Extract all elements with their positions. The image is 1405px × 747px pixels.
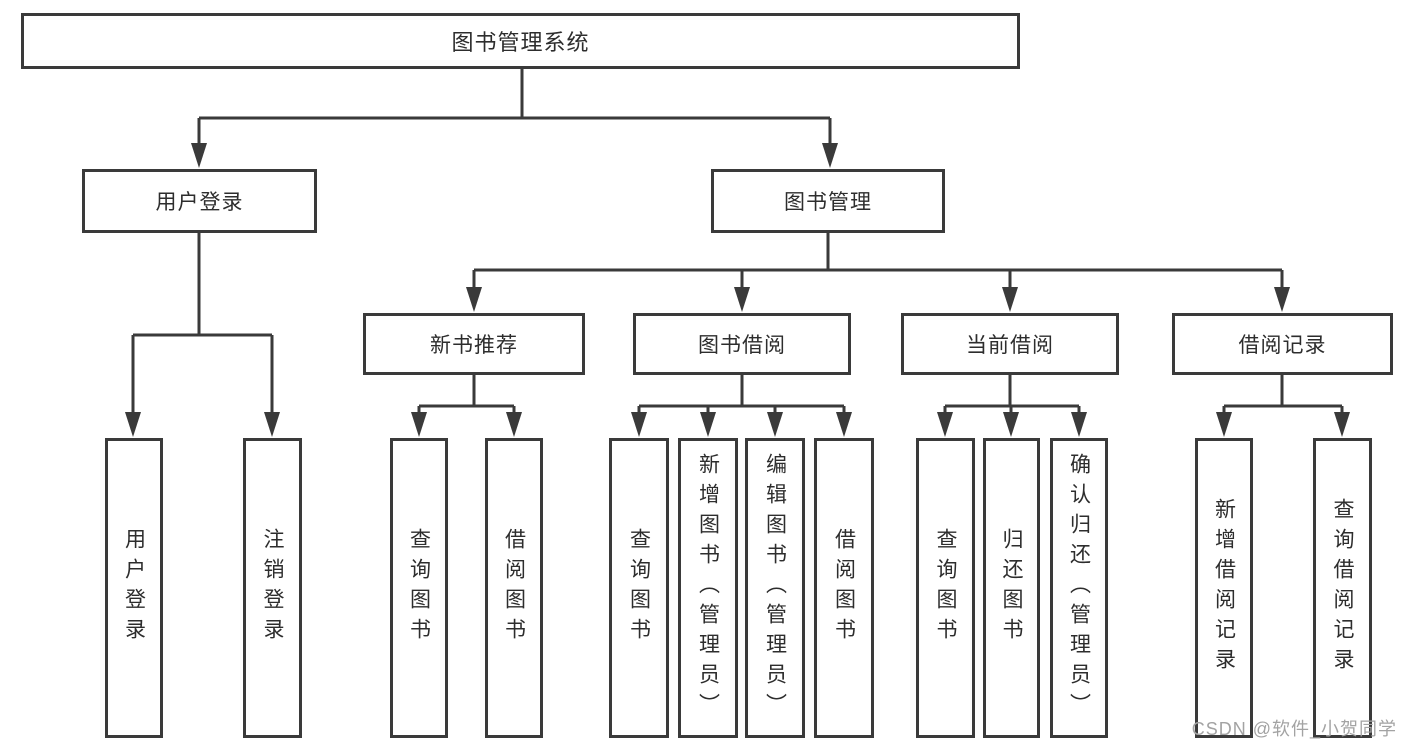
node-label: 确认归还（管理员） bbox=[1067, 453, 1091, 723]
leaf-query-books-3: 查询图书 bbox=[916, 438, 975, 738]
csdn-watermark: CSDN @软件_小贺同学 bbox=[1191, 719, 1397, 739]
node-book-management: 图书管理 bbox=[711, 169, 945, 233]
node-label: 用户登录 bbox=[122, 528, 146, 648]
node-label: 借阅图书 bbox=[832, 528, 856, 648]
leaf-borrow-books-2: 借阅图书 bbox=[814, 438, 874, 738]
node-label: 图书管理 bbox=[784, 191, 872, 214]
leaf-add-borrow-record: 新增借阅记录 bbox=[1195, 438, 1253, 738]
node-label: 新书推荐 bbox=[430, 334, 518, 357]
leaf-query-borrow-record: 查询借阅记录 bbox=[1313, 438, 1372, 738]
node-label: 借阅记录 bbox=[1238, 334, 1327, 357]
node-label: 查询图书 bbox=[407, 528, 431, 648]
node-user-login: 用户登录 bbox=[82, 169, 317, 233]
node-new-book-recommendation: 新书推荐 bbox=[363, 313, 585, 375]
node-label: 查询借阅记录 bbox=[1331, 498, 1354, 678]
leaf-borrow-books-1: 借阅图书 bbox=[485, 438, 543, 738]
node-library-management-system: 图书管理系统 bbox=[21, 13, 1020, 69]
node-label: 图书管理系统 bbox=[451, 30, 590, 55]
leaf-query-books-2: 查询图书 bbox=[609, 438, 669, 738]
leaf-edit-books-admin: 编辑图书（管理员） bbox=[745, 438, 805, 738]
node-label: 归还图书 bbox=[1000, 528, 1023, 648]
leaf-return-books: 归还图书 bbox=[983, 438, 1040, 738]
node-label: 当前借阅 bbox=[966, 334, 1054, 357]
node-current-borrowing: 当前借阅 bbox=[901, 313, 1119, 375]
leaf-user-login: 用户登录 bbox=[105, 438, 163, 738]
leaf-confirm-return-admin: 确认归还（管理员） bbox=[1050, 438, 1108, 738]
node-borrowing-records: 借阅记录 bbox=[1172, 313, 1393, 375]
node-label: 借阅图书 bbox=[502, 528, 526, 648]
node-label: 图书借阅 bbox=[698, 334, 786, 357]
node-label: 新增图书（管理员） bbox=[696, 453, 720, 723]
node-label: 查询图书 bbox=[627, 528, 651, 648]
node-label: 查询图书 bbox=[934, 528, 957, 648]
leaf-query-books-1: 查询图书 bbox=[390, 438, 448, 738]
node-label: 新增借阅记录 bbox=[1212, 498, 1236, 678]
node-label: 用户登录 bbox=[155, 191, 244, 214]
leaf-logout: 注销登录 bbox=[243, 438, 302, 738]
node-book-borrowing: 图书借阅 bbox=[633, 313, 851, 375]
node-label: 注销登录 bbox=[261, 528, 284, 648]
leaf-add-books-admin: 新增图书（管理员） bbox=[678, 438, 738, 738]
node-label: 编辑图书（管理员） bbox=[763, 453, 787, 723]
